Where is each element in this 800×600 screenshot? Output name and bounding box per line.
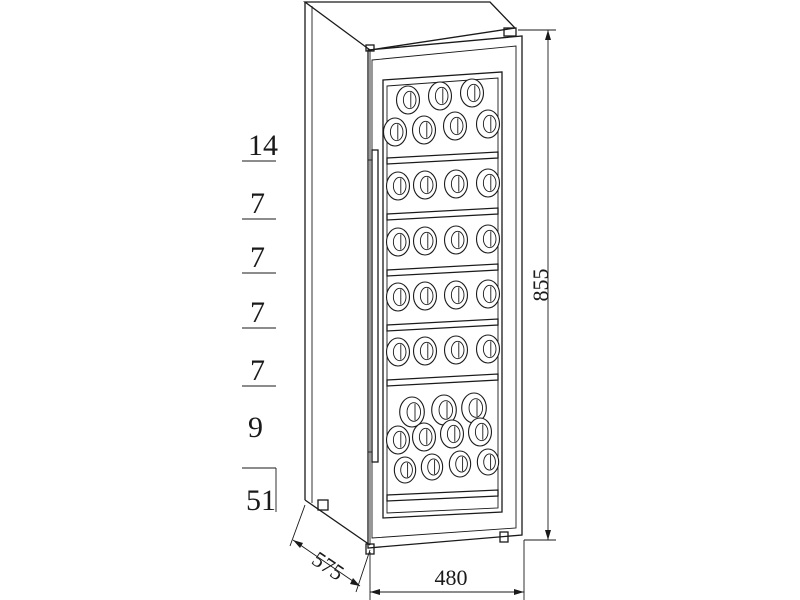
bottle [385, 171, 411, 201]
bottle [448, 450, 472, 478]
bottle [385, 425, 411, 455]
bottle [412, 281, 438, 311]
shelf [386, 151, 499, 165]
bottle [385, 337, 411, 367]
bottle [412, 336, 438, 366]
bottle [443, 169, 469, 199]
width-dimension: 480 [369, 540, 525, 600]
bottle [475, 109, 501, 139]
bottle [475, 168, 501, 198]
shelf [386, 263, 499, 277]
width-dimension-label: 480 [435, 565, 468, 590]
bottles [382, 78, 501, 484]
bottle [420, 453, 444, 481]
bottle [443, 335, 469, 365]
shelf [386, 318, 499, 332]
bottle [393, 456, 417, 484]
bottle [399, 396, 425, 428]
shelf [386, 489, 499, 502]
bottle [475, 334, 501, 364]
height-dimension-label: 855 [528, 269, 553, 302]
bottle [395, 85, 421, 115]
capacity-label-shelf-1: 14 [248, 129, 278, 162]
capacity-label-floor-tray: 51 [246, 484, 276, 517]
bottle [475, 224, 501, 254]
capacity-label-shelf-5: 7 [250, 354, 265, 387]
shelf [386, 207, 499, 221]
depth-dimension-label: 575 [308, 546, 349, 585]
bottle [475, 279, 501, 309]
bottle [459, 78, 485, 108]
cabinet-body [303, 1, 517, 546]
bottle [385, 282, 411, 312]
bottle [439, 419, 465, 449]
height-dimension: 855 [518, 29, 556, 541]
bottle [411, 115, 437, 145]
bottle [442, 111, 468, 141]
bottle [412, 226, 438, 256]
bottle [443, 280, 469, 310]
door-handle [368, 149, 379, 463]
hinges-and-feet [317, 27, 517, 555]
shelves [386, 151, 499, 502]
capacity-label-bottom-stack: 9 [248, 411, 263, 444]
bottle [443, 225, 469, 255]
shelf [386, 373, 499, 387]
bottle [385, 227, 411, 257]
rack-capacity-labels: 14 7 7 7 7 9 51 [242, 129, 278, 517]
capacity-label-shelf-3: 7 [250, 241, 265, 274]
bottle [476, 448, 500, 476]
bottle [431, 394, 457, 426]
capacity-label-shelf-2: 7 [250, 187, 265, 220]
bottle [427, 81, 453, 111]
bottle [412, 170, 438, 200]
bottle [382, 117, 408, 147]
bottle [411, 422, 437, 452]
bottle [467, 417, 493, 447]
capacity-label-shelf-4: 7 [250, 296, 265, 329]
